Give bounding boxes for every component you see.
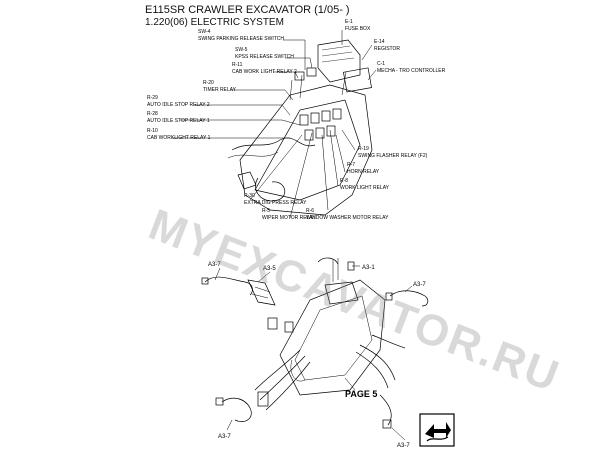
label-code-e14: E-14: [374, 39, 385, 45]
label-code-r28: R-28: [147, 111, 158, 117]
callout-a3-7-bottom-left: A3-7: [218, 434, 231, 440]
label-name-r28: AUTO IDLE STOP RELAY 1: [147, 118, 210, 124]
lower-panel: [279, 279, 386, 396]
callout-a3-7-right: A3-7: [413, 282, 426, 288]
label-code-sw5: SW-5: [235, 47, 248, 53]
wire-harness-left: [231, 137, 316, 151]
component-labels: E-1 FUSE BOX E-14 REGISTOR C-1 MECHA - T…: [147, 19, 446, 221]
callout-a3-7-left: A3-7: [208, 262, 221, 268]
label-name-c1: MECHA - TRO CONTROLLER: [377, 68, 446, 74]
label-code-r30: R-30: [244, 193, 255, 199]
label-name-sw5: KPSS RELEASE SWITCH: [235, 54, 294, 60]
label-code-r8: R-8: [340, 178, 348, 184]
label-name-r30: EXTRA DIG PRESS RELAY: [244, 200, 307, 206]
panel-frame: [254, 99, 361, 201]
label-name-r20: TIMER RELAY: [203, 87, 237, 93]
lower-fuse-box: [324, 281, 359, 305]
label-name-r5: WIPER MOTOR RELAY: [262, 215, 316, 221]
label-code-r5: R-5: [262, 208, 270, 214]
lower-left-connector: [221, 397, 252, 422]
harness-bundle: [254, 349, 311, 411]
label-code-r6: R-6: [306, 208, 314, 214]
label-name-r10: CAB WORKLIGHT RELAY 1: [147, 135, 211, 141]
connector-cable-right: [389, 290, 429, 307]
label-code-r19: R-19: [358, 146, 369, 152]
wire-loop-left: [255, 177, 286, 202]
label-code-r10: R-10: [147, 128, 158, 134]
label-name-r7: HORN RELAY: [347, 169, 380, 175]
relay-row: [299, 108, 342, 141]
label-name-r19: SWING FLASHER RELAY (F2): [358, 153, 428, 159]
leader-lines-upper: [172, 30, 377, 219]
callout-labels: A3-7 A3-5 A3-1 A3-7 A3-7 A3-7: [208, 262, 426, 449]
lower-right-connector: [379, 394, 392, 426]
label-code-e1: E-1: [345, 19, 353, 25]
label-name-e1: FUSE BOX: [345, 26, 371, 32]
label-code-r20: R-20: [203, 80, 214, 86]
label-name-r6: WINDOW WASHER MOTOR RELAY: [306, 215, 389, 221]
label-code-r29: R-29: [147, 95, 158, 101]
mecha-tro-controller: [343, 67, 372, 93]
leader-lines-lower: [214, 265, 413, 441]
label-name-r29: AUTO IDLE STOP RELAY 2: [147, 102, 210, 108]
label-code-c1: C-1: [377, 61, 385, 67]
label-name-sw4: SWING PARKING RELEASE SWITCH: [198, 36, 284, 42]
connector-hook-top: [317, 257, 339, 265]
panel-outline: [239, 84, 373, 216]
label-name-r11: CAB WORK LIGHT RELAY 2: [232, 69, 297, 75]
fuse-box: [317, 39, 361, 83]
label-name-r8: WORK LIGHT RELAY: [340, 185, 390, 191]
label-name-e14: REGISTOR: [374, 46, 400, 52]
next-page-arrow-icon[interactable]: [419, 413, 455, 447]
diagram-subtitle: 1.220(06) ELECTRIC SYSTEM: [145, 17, 284, 28]
diagram-title: E115SR CRAWLER EXCAVATOR (1/05- ): [145, 4, 350, 16]
callout-a3-5: A3-5: [263, 266, 276, 272]
connector-cable-left: [204, 276, 253, 296]
label-code-sw4: SW-4: [198, 29, 211, 35]
callout-a3-7-bottom-right: A3-7: [397, 443, 410, 449]
page-label: PAGE 5: [345, 389, 378, 399]
label-code-r11: R-11: [232, 62, 243, 68]
label-code-r7: R-7: [347, 162, 355, 168]
wiring-assembly: [201, 257, 429, 429]
callout-a3-1: A3-1: [362, 265, 375, 271]
